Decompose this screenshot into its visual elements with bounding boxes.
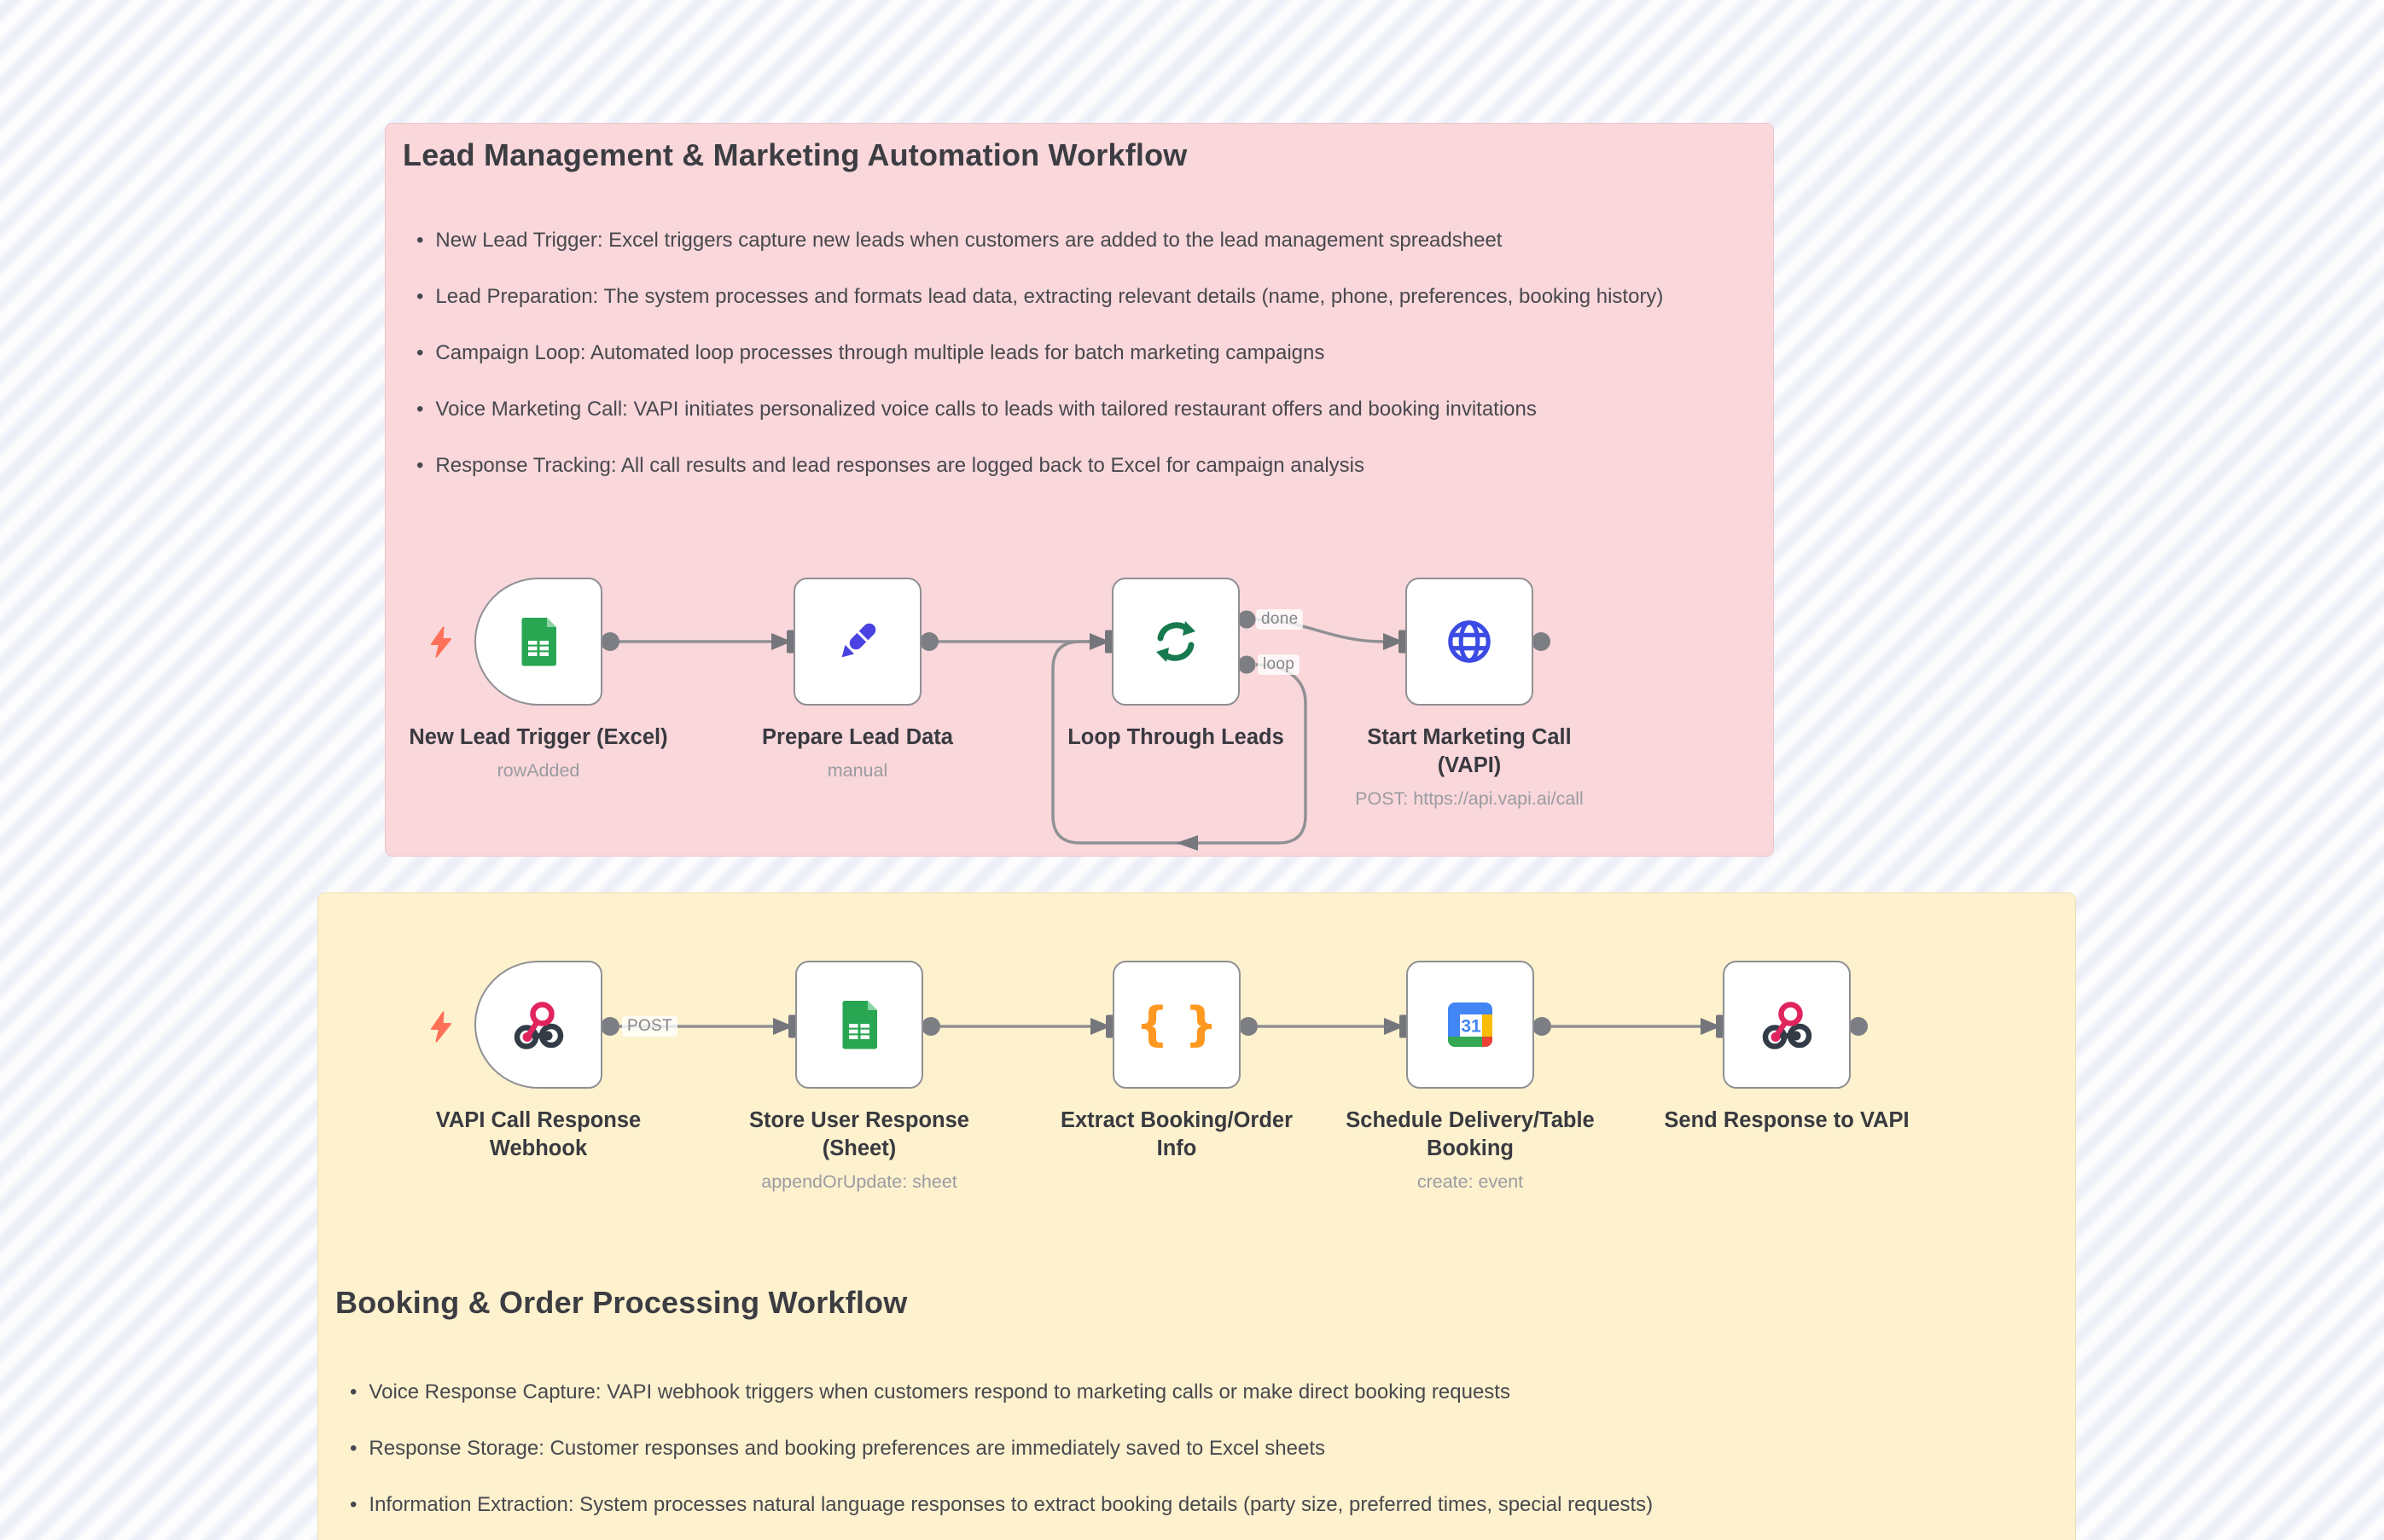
webhook-icon (1762, 1002, 1812, 1049)
node-title: Send Response to VAPI (1664, 1108, 1910, 1132)
node-label: New Lead Trigger (Excel) rowAdded (385, 724, 692, 782)
node-extract-booking-order-info[interactable]: { } (1113, 961, 1241, 1089)
input-port[interactable] (1701, 1014, 1724, 1038)
globe-icon (1448, 620, 1491, 663)
input-port[interactable] (1090, 1014, 1114, 1038)
sticky-note-title: Booking & Order Processing Workflow (335, 1285, 908, 1320)
connection-lead-loopback[interactable] (1051, 640, 1307, 845)
google-sheets-icon (521, 618, 556, 666)
sticky-note-bullet-list: Voice Response Capture: VAPI webhook tri… (350, 1380, 2022, 1540)
connection-label-loop: loop (1258, 654, 1300, 675)
node-label: Extract Booking/Order Info (1023, 1107, 1330, 1163)
google-sheets-icon (842, 1001, 877, 1049)
node-subtitle: create: event (1416, 1171, 1524, 1192)
node-title: Extract Booking/Order Info (1060, 1108, 1294, 1160)
output-ports (601, 610, 1868, 1036)
code-braces-icon: { } (1136, 997, 1218, 1051)
node-label: Send Response to VAPI (1633, 1107, 1940, 1135)
node-label: Start Marketing Call (VAPI) POST: https:… (1316, 724, 1623, 811)
node-label: Prepare Lead Data manual (704, 724, 1011, 782)
output-port[interactable] (1239, 1017, 1258, 1036)
sticky-note-bullet-list: New Lead Trigger: Excel triggers capture… (416, 228, 1747, 509)
output-port[interactable] (920, 632, 939, 651)
sticky-note-lead-management[interactable]: Lead Management & Marketing Automation W… (385, 123, 1774, 857)
node-prepare-lead-data[interactable] (794, 578, 922, 706)
input-port[interactable] (1384, 1014, 1407, 1038)
lightning-bolt-icon (431, 626, 451, 658)
output-port[interactable] (922, 1017, 940, 1036)
node-title: VAPI Call Response Webhook (435, 1108, 642, 1160)
node-send-response-to-vapi[interactable] (1723, 961, 1851, 1089)
bullet-text: Voice Response Capture: VAPI webhook tri… (369, 1380, 1510, 1403)
output-port[interactable] (601, 632, 619, 651)
node-schedule-delivery-booking[interactable]: 31 (1406, 961, 1534, 1089)
output-port[interactable] (601, 1017, 619, 1036)
output-port[interactable] (1532, 632, 1550, 651)
node-title: New Lead Trigger (Excel) (409, 725, 668, 749)
webhook-icon (514, 1002, 564, 1049)
node-title: Loop Through Leads (1067, 725, 1284, 749)
sticky-note-title: Lead Management & Marketing Automation W… (403, 137, 1188, 172)
node-title: Store User Response (Sheet) (749, 1108, 969, 1160)
input-port[interactable] (771, 630, 794, 654)
node-store-user-response[interactable] (795, 961, 923, 1089)
output-port-done[interactable] (1237, 610, 1256, 629)
node-label: Store User Response (Sheet) appendOrUpda… (706, 1107, 1013, 1194)
connection-label-done: done (1256, 609, 1304, 630)
node-title: Schedule Delivery/Table Booking (1346, 1108, 1595, 1160)
bullet-text: Voice Marketing Call: VAPI initiates per… (435, 398, 1537, 421)
loopback-arrowhead (1176, 835, 1198, 851)
node-vapi-call-response-webhook[interactable] (474, 961, 602, 1089)
node-loop-through-leads[interactable] (1112, 578, 1240, 706)
output-port[interactable] (1532, 1017, 1551, 1036)
bullet-text: Response Tracking: All call results and … (435, 454, 1364, 477)
node-label: VAPI Call Response Webhook (385, 1107, 692, 1163)
output-port-loop[interactable] (1237, 655, 1256, 674)
node-subtitle: appendOrUpdate: sheet (761, 1171, 957, 1192)
lightning-bolt-icon (431, 1011, 451, 1043)
pencil-icon (841, 623, 876, 658)
google-calendar-icon: 31 (1448, 1002, 1492, 1047)
input-port[interactable] (1090, 630, 1113, 654)
node-start-marketing-call[interactable] (1405, 578, 1533, 706)
calendar-day-text: 31 (1461, 1017, 1481, 1037)
node-subtitle: POST: https://api.vapi.ai/call (1355, 788, 1584, 809)
node-subtitle: manual (827, 760, 888, 781)
bullet-text: Response Storage: Customer responses and… (369, 1437, 1326, 1460)
bullet-text: Information Extraction: System processes… (369, 1493, 1654, 1516)
input-port[interactable] (1383, 630, 1406, 654)
connection-label-post: POST (622, 1016, 677, 1037)
bullet-text: New Lead Trigger: Excel triggers capture… (435, 229, 1503, 252)
loop-sync-icon (1156, 621, 1195, 662)
input-port[interactable] (773, 1014, 796, 1038)
node-title: Start Marketing Call (VAPI) (1367, 725, 1572, 777)
bullet-text: Lead Preparation: The system processes a… (435, 285, 1664, 308)
node-label: Loop Through Leads (1022, 724, 1329, 752)
node-subtitle: rowAdded (497, 760, 580, 781)
output-port[interactable] (1849, 1017, 1868, 1036)
node-new-lead-trigger[interactable] (474, 578, 602, 706)
bullet-text: Campaign Loop: Automated loop processes … (435, 341, 1325, 364)
input-ports (771, 630, 1724, 1038)
node-title: Prepare Lead Data (762, 725, 953, 749)
node-label: Schedule Delivery/Table Booking create: … (1317, 1107, 1624, 1194)
